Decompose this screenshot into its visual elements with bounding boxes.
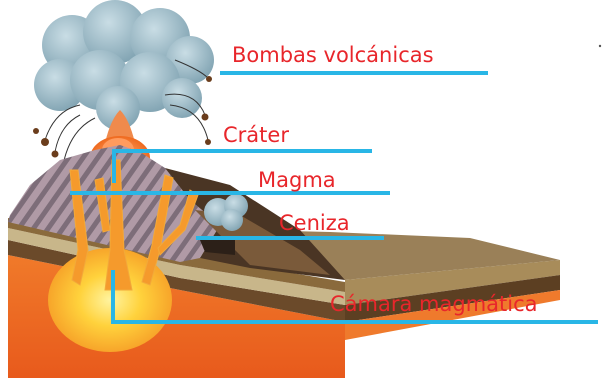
label-ceniza: Ceniza	[279, 213, 350, 234]
speck	[599, 45, 601, 47]
label-camara-magmatica: Cámara magmática	[330, 294, 538, 315]
label-bombas-volcanicas: Bombas volcánicas	[232, 45, 434, 66]
label-magma: Magma	[258, 170, 336, 191]
label-crater: Cráter	[223, 125, 289, 146]
